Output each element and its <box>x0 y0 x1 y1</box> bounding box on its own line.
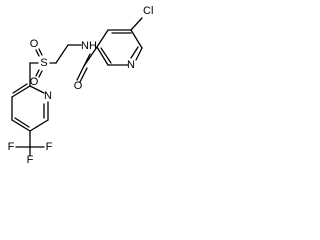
bond <box>35 69 40 77</box>
atom-o-sulfonyl-bottom: O <box>30 76 39 88</box>
bond <box>55 44 69 64</box>
atom-cl: Cl <box>143 5 153 17</box>
bond <box>11 85 31 98</box>
bond <box>130 29 143 49</box>
bond <box>100 47 112 64</box>
bond <box>11 119 31 132</box>
bond <box>14 117 30 128</box>
bond <box>38 48 43 56</box>
bond <box>135 47 143 61</box>
bonds <box>11 17 143 156</box>
atom-o-carbonyl: O <box>74 80 83 92</box>
bond <box>96 46 109 66</box>
bond <box>76 65 85 81</box>
atom-f-bottom: F <box>27 154 34 166</box>
chemical-structure: Cl N O NH S O O N F F F <box>8 5 154 166</box>
atom-n-pyridine-bottom: N <box>44 90 52 102</box>
atom-o-sulfonyl-top: O <box>30 38 39 50</box>
bond <box>130 46 139 59</box>
bond <box>96 29 109 48</box>
atom-f-right: F <box>46 141 53 153</box>
atom-s: S <box>40 57 47 69</box>
atom-nh: NH <box>81 40 97 52</box>
atom-f-left: F <box>8 141 15 153</box>
bond <box>29 85 45 94</box>
bond <box>130 17 143 31</box>
bond <box>83 53 91 67</box>
bond <box>12 83 28 94</box>
bond <box>38 70 43 78</box>
bond <box>35 49 40 57</box>
atom-labels: Cl N O NH S O O N F F F <box>8 5 154 166</box>
bond <box>29 119 49 132</box>
bond <box>79 67 88 83</box>
atom-n-pyridine-top: N <box>127 59 135 71</box>
